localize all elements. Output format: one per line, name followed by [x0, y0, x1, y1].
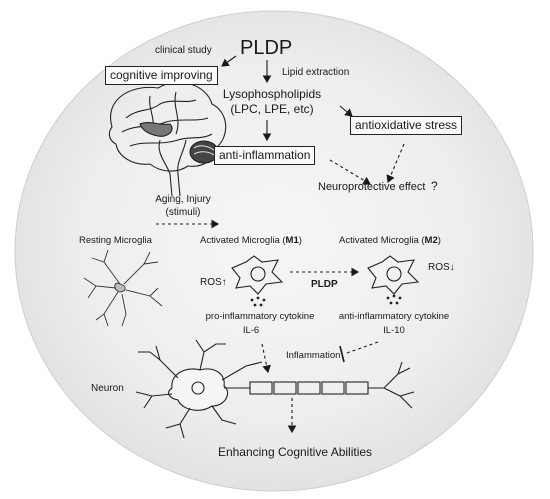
- arrow-lyso-to-antioxidative: [339, 105, 353, 117]
- antioxidative-stress-box: antioxidative stress: [350, 116, 463, 136]
- arrow-pldp-to-clinical: [221, 55, 237, 67]
- arrow-antioxidative-to-neuroprotective: [386, 143, 405, 184]
- lysophospholipids-types: (LPC, LPE, etc): [230, 102, 314, 116]
- resting-microglia-illustration: [83, 249, 163, 327]
- clinical-study-label: clinical study: [155, 45, 212, 56]
- question-mark: ?: [431, 179, 438, 193]
- pldp-m2-label: PLDP: [311, 279, 338, 290]
- activated-m1-label: Activated Microglia (M1): [200, 236, 302, 246]
- anti-inflammatory-label: anti-inflammatory cytokine: [338, 311, 450, 322]
- inflammation-label: Inflammation: [286, 350, 341, 361]
- inhibition-line: [343, 341, 379, 355]
- resting-microglia-label: Resting Microglia: [79, 235, 152, 246]
- arrow-anti-inflammation-to-neuroprotective: [329, 159, 371, 185]
- neuron-illustration: [135, 339, 415, 439]
- inhibition-bar: [339, 345, 345, 363]
- ros-down-label: ROS↓: [428, 262, 455, 273]
- anti-inflammation-box: anti-inflammation: [214, 146, 316, 166]
- pldp-title: PLDP: [240, 37, 293, 59]
- activated-m2-bold: M2: [424, 235, 438, 246]
- cytokine-dots-m1: [250, 296, 266, 307]
- m2-microglia-cell: [367, 255, 420, 295]
- lysophospholipids-label: Lysophospholipids: [222, 87, 322, 101]
- enhancing-cognitive-abilities-label: Enhancing Cognitive Abilities: [217, 445, 373, 459]
- stimuli-label: (stimuli): [165, 207, 201, 218]
- lipid-extraction-label: Lipid extraction: [282, 67, 350, 78]
- il6-label: IL-6: [242, 325, 260, 336]
- background-circle: [14, 10, 534, 492]
- activated-m1-bold: M1: [285, 235, 299, 246]
- ros-up-label: ROS↑: [200, 277, 227, 288]
- il10-label: IL-10: [383, 325, 405, 336]
- m1-microglia-cell: [231, 255, 284, 295]
- arrow-inflammation: [261, 343, 271, 374]
- aging-injury-label: Aging, Injury: [155, 194, 211, 205]
- cognitive-improving-box: cognitive improving: [105, 66, 218, 86]
- activated-m2-prefix: Activated Microglia (: [339, 235, 425, 246]
- pro-inflammatory-label: pro-inflammatory cytokine: [205, 311, 315, 322]
- neuroprotective-effect-label: Neuroprotective effect: [318, 181, 426, 193]
- cytokine-dots-m2: [386, 294, 402, 305]
- activated-m2-suffix: ): [437, 235, 441, 246]
- activated-m2-label: Activated Microglia (M2): [339, 236, 441, 246]
- activated-m1-prefix: Activated Microglia (: [200, 235, 286, 246]
- neuron-label: Neuron: [91, 383, 124, 394]
- activated-m1-suffix: ): [298, 235, 302, 246]
